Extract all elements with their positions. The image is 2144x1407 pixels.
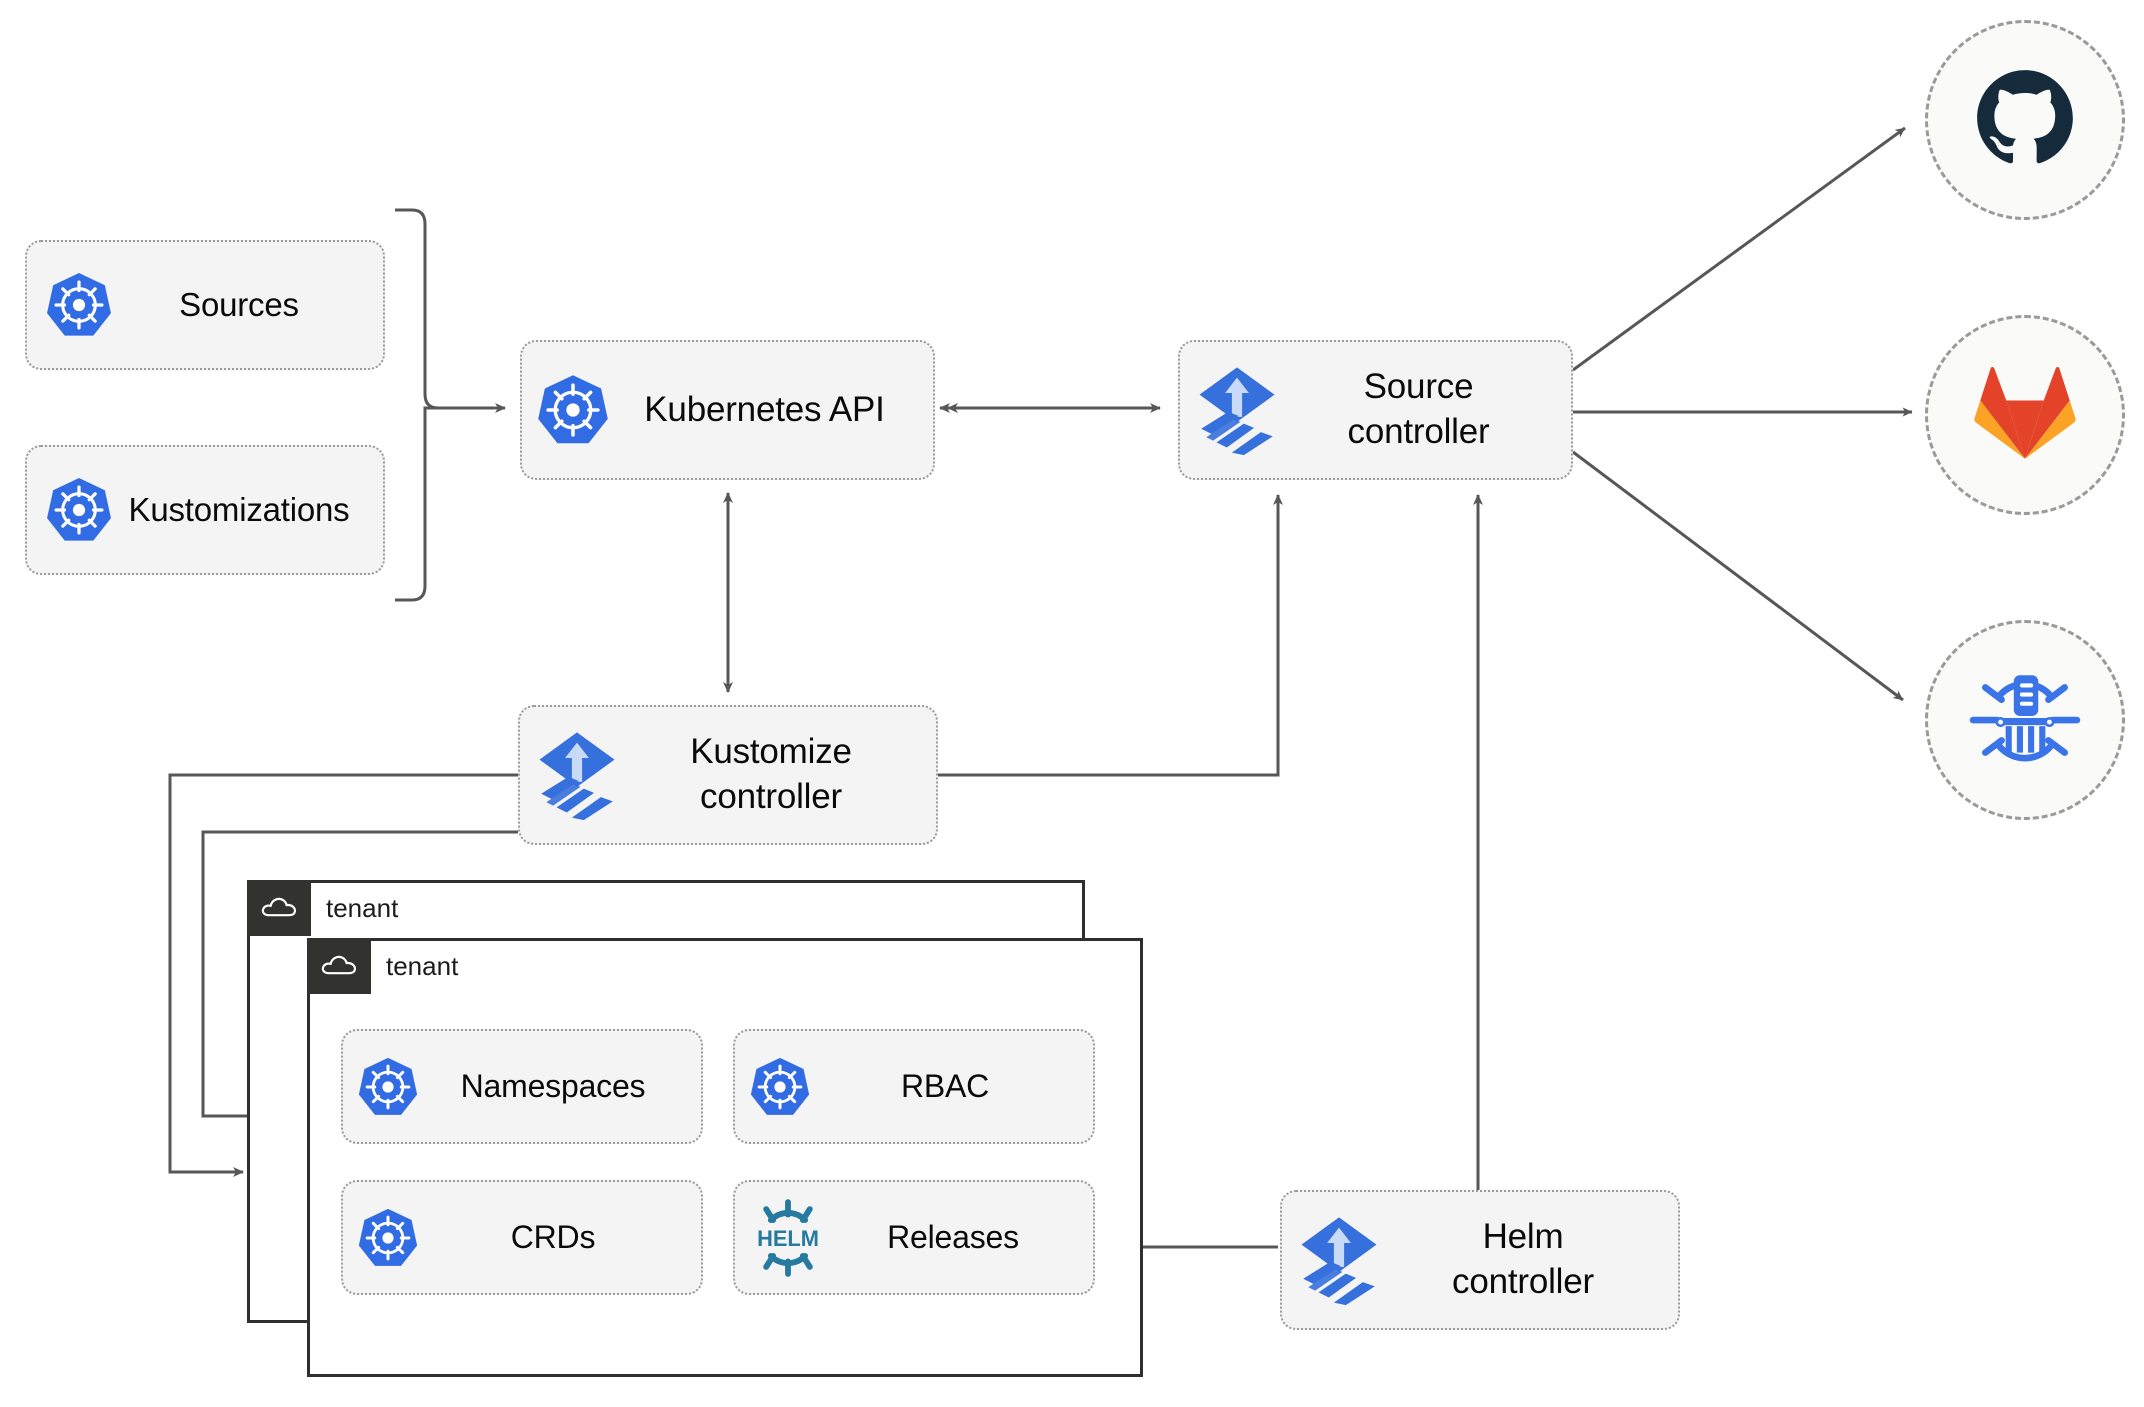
node-namespaces[interactable]: Namespaces <box>341 1029 703 1144</box>
node-sources[interactable]: Sources <box>25 240 385 370</box>
node-label: Source controller <box>1347 367 1490 451</box>
node-label: CRDs <box>510 1219 596 1256</box>
tenant-label: tenant <box>326 892 399 923</box>
node-label: Helm controller <box>1452 1217 1594 1301</box>
node-kubernetes-api[interactable]: Kubernetes API <box>520 340 935 480</box>
kubernetes-icon <box>357 1054 419 1120</box>
github-icon <box>1973 66 2077 175</box>
kubernetes-icon <box>536 371 610 449</box>
cloud-icon <box>259 892 299 925</box>
flux-icon <box>1194 364 1280 456</box>
flux-icon <box>1296 1214 1382 1306</box>
node-label: RBAC <box>900 1068 990 1105</box>
node-label: Kustomize controller <box>690 732 852 816</box>
node-releases[interactable]: HELM Releases <box>733 1180 1095 1295</box>
node-label: Namespaces <box>460 1068 646 1105</box>
node-rbac[interactable]: RBAC <box>733 1029 1095 1144</box>
node-label: Releases <box>887 1219 1019 1256</box>
node-crds[interactable]: CRDs <box>341 1180 703 1295</box>
tenant-container-front[interactable]: tenant <box>307 938 1143 1377</box>
kubernetes-icon <box>749 1054 811 1120</box>
kubernetes-icon <box>45 269 113 341</box>
kubernetes-icon <box>45 474 113 546</box>
chartmuseum-icon <box>1969 666 2081 775</box>
tenant-label: tenant <box>386 950 459 981</box>
endpoint-gitlab[interactable] <box>1925 315 2125 515</box>
tenant-tab <box>247 880 311 936</box>
cloud-icon <box>319 950 359 983</box>
node-label: Kustomizations <box>128 490 350 528</box>
gitlab-icon <box>1973 363 2077 468</box>
node-helm-controller[interactable]: Helm controller <box>1280 1190 1680 1330</box>
tenant-tab <box>307 938 371 994</box>
endpoint-chartmuseum[interactable] <box>1925 620 2125 820</box>
node-kustomizations[interactable]: Kustomizations <box>25 445 385 575</box>
endpoint-github[interactable] <box>1925 20 2125 220</box>
node-kustomize-controller[interactable]: Kustomize controller <box>518 705 938 845</box>
kubernetes-icon <box>357 1205 419 1271</box>
helm-icon: HELM <box>749 1198 827 1277</box>
node-source-controller[interactable]: Source controller <box>1178 340 1573 480</box>
node-label: Kubernetes API <box>644 389 885 429</box>
flux-icon <box>534 729 620 821</box>
node-label: Sources <box>179 285 299 323</box>
svg-text:HELM: HELM <box>757 1225 819 1250</box>
